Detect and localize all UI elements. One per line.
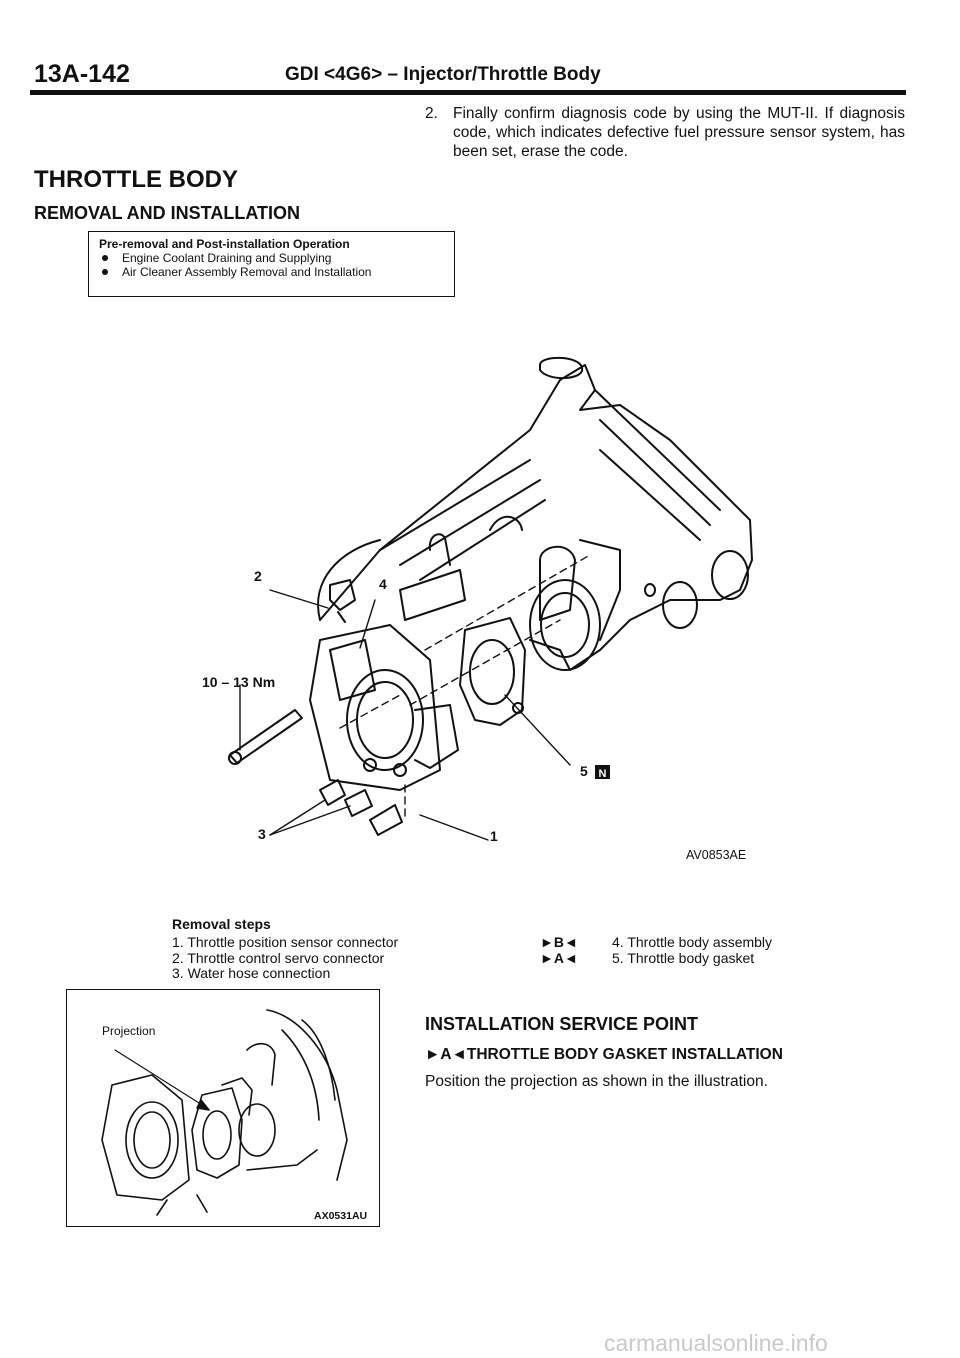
- note-text: Finally confirm diagnosis code by using …: [453, 105, 905, 160]
- callout-lines: [239, 589, 571, 841]
- callout-3: 3: [258, 826, 266, 842]
- watermark: carmanualsonline.info: [604, 1330, 828, 1356]
- new-part-icon-letter: N: [599, 768, 607, 780]
- section-subtitle: REMOVAL AND INSTALLATION: [34, 203, 300, 223]
- gasket-projection-illustration-box: [66, 989, 380, 1227]
- gasket-installation-text: Position the projection as shown in the …: [425, 1073, 768, 1090]
- bullet-icon: [102, 269, 108, 275]
- figure-code: AV0853AE: [686, 848, 747, 862]
- new-part-icon: [595, 765, 610, 779]
- removal-step: ►A◄ 5. Throttle body gasket: [540, 949, 755, 966]
- removal-steps-heading: Removal steps: [172, 916, 271, 932]
- service-point-marker: ►B◄: [540, 934, 578, 950]
- callout-1: 1: [490, 828, 498, 844]
- callout-4: 4: [379, 576, 387, 592]
- gasket-installation-subheading: ►A◄THROTTLE BODY GASKET INSTALLATION: [425, 1046, 783, 1063]
- removal-step: 2. Throttle control servo connector: [172, 949, 385, 966]
- pre-removal-item: Engine Coolant Draining and Supplying: [99, 251, 444, 265]
- pre-removal-title: Pre-removal and Post-installation Operat…: [99, 237, 350, 251]
- callout-5: 5: [580, 763, 588, 779]
- pre-removal-box: Pre-removal and Post-installation Operat…: [88, 231, 455, 297]
- page-header-title: GDI <4G6> – Injector/Throttle Body: [285, 64, 601, 85]
- throttle-body-exploded-illustration: N: [228, 356, 753, 841]
- installation-service-point-heading: INSTALLATION SERVICE POINT: [425, 1014, 699, 1034]
- removal-steps-right: ►B◄ 4. Throttle body assembly ►A◄ 5. Thr…: [540, 934, 773, 966]
- alignment-lines: [339, 554, 591, 821]
- removal-step: ►B◄ 4. Throttle body assembly: [540, 934, 773, 950]
- removal-step: 1. Throttle position sensor connector: [172, 934, 399, 950]
- removal-steps-left: 1. Throttle position sensor connector 2.…: [172, 934, 399, 982]
- diagnosis-note: 2. Finally confirm diagnosis code by usi…: [425, 104, 905, 161]
- callout-2: 2: [254, 568, 262, 584]
- page-number: 13A-142: [34, 60, 130, 88]
- service-point-marker: ►A◄: [540, 949, 578, 966]
- throttle-gasket-drawing: [459, 617, 526, 726]
- install-figure-code: AX0531AU: [314, 1210, 368, 1222]
- pre-removal-item: Air Cleaner Assembly Removal and Install…: [99, 265, 444, 279]
- header-rule: [30, 90, 906, 95]
- torque-spec: 10 – 13 Nm: [202, 674, 276, 690]
- throttle-body-drawing: [309, 624, 459, 791]
- note-number: 2.: [425, 105, 438, 122]
- intake-manifold-drawing: [317, 356, 753, 671]
- gasket-projection-illustration: [101, 1009, 348, 1216]
- section-title: THROTTLE BODY: [34, 166, 238, 193]
- projection-label: Projection: [102, 1024, 156, 1038]
- removal-step: 3. Water hose connection: [172, 965, 331, 981]
- bullet-icon: [102, 255, 108, 261]
